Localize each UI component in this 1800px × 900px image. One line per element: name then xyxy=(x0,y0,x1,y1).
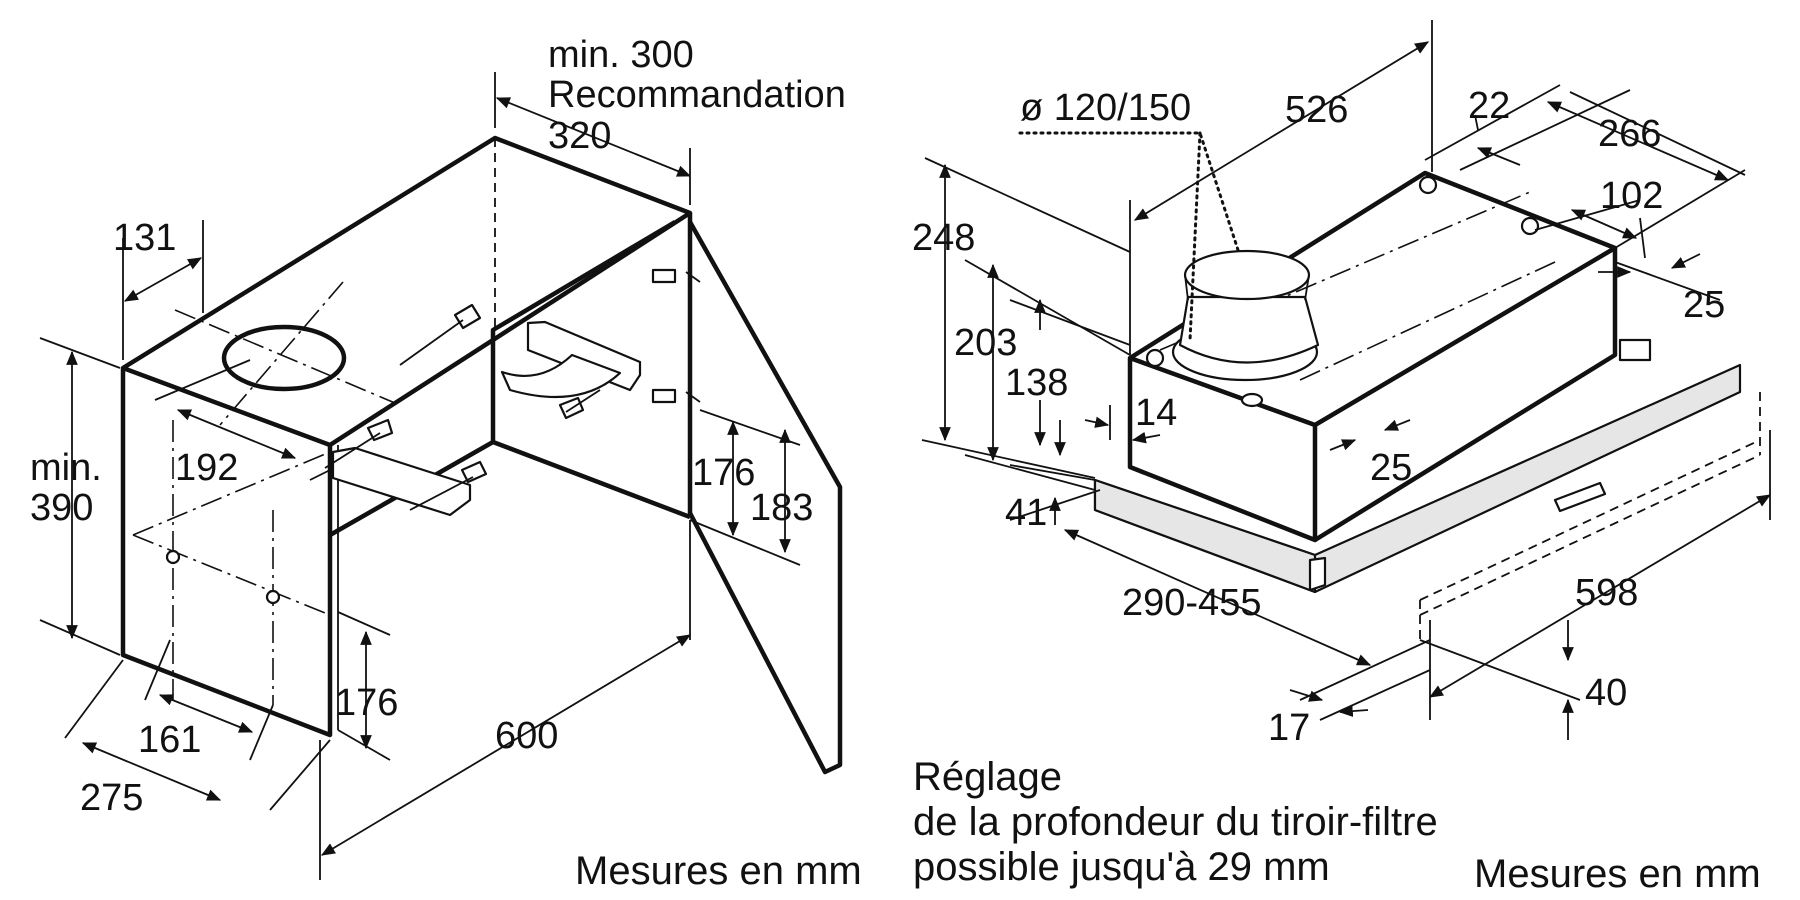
label-25-mid: 25 xyxy=(1370,447,1412,489)
label-598: 598 xyxy=(1575,572,1638,614)
label-14: 14 xyxy=(1135,392,1177,434)
note-line-3: possible jusqu'à 29 mm xyxy=(913,845,1330,889)
label-161: 161 xyxy=(138,719,201,761)
cabinet-door xyxy=(688,220,843,775)
label-22: 22 xyxy=(1468,85,1510,127)
label-25-top: 25 xyxy=(1683,284,1725,326)
label-41: 41 xyxy=(1005,492,1047,534)
label-290-455: 290-455 xyxy=(1122,582,1261,624)
label-526: 526 xyxy=(1285,89,1348,131)
cabinet-inner-edge xyxy=(490,220,691,520)
label-17: 17 xyxy=(1268,707,1310,749)
label-192: 192 xyxy=(175,447,238,489)
label-176-right: 176 xyxy=(692,452,755,494)
label-diameter: ø 120/150 xyxy=(1020,87,1191,129)
label-40: 40 xyxy=(1585,672,1627,714)
label-top-min: min. 300 xyxy=(548,34,694,76)
note-line-1: Réglage xyxy=(913,755,1062,799)
hood-drawing: ø 120/150 526 22 266 102 25 248 203 138 … xyxy=(912,20,1772,896)
label-183: 183 xyxy=(750,487,813,529)
note-line-2: de la profondeur du tiroir-filtre xyxy=(913,800,1438,844)
mounting-bracket-left xyxy=(331,446,472,517)
label-248: 248 xyxy=(912,217,975,259)
label-203: 203 xyxy=(954,322,1017,364)
duct-hole xyxy=(221,324,347,392)
label-600: 600 xyxy=(495,715,558,757)
label-131: 131 xyxy=(113,217,176,259)
footer-units-right: Mesures en mm xyxy=(1474,852,1761,896)
label-138: 138 xyxy=(1005,362,1068,404)
label-top-recommendation: Recommandation xyxy=(548,74,846,116)
label-266: 266 xyxy=(1598,113,1661,155)
label-176-bottom: 176 xyxy=(335,682,398,724)
label-275: 275 xyxy=(80,777,143,819)
duct-collar-top xyxy=(1183,249,1311,301)
hood-body-side xyxy=(1313,248,1618,542)
footer-units-left: Mesures en mm xyxy=(575,849,862,893)
label-top-320: 320 xyxy=(548,115,611,157)
label-102: 102 xyxy=(1600,175,1663,217)
label-390: 390 xyxy=(30,487,93,529)
cabinet-drawing: min. 300 Recommandation 320 131 min. 390… xyxy=(30,34,862,893)
label-min: min. xyxy=(30,447,102,489)
